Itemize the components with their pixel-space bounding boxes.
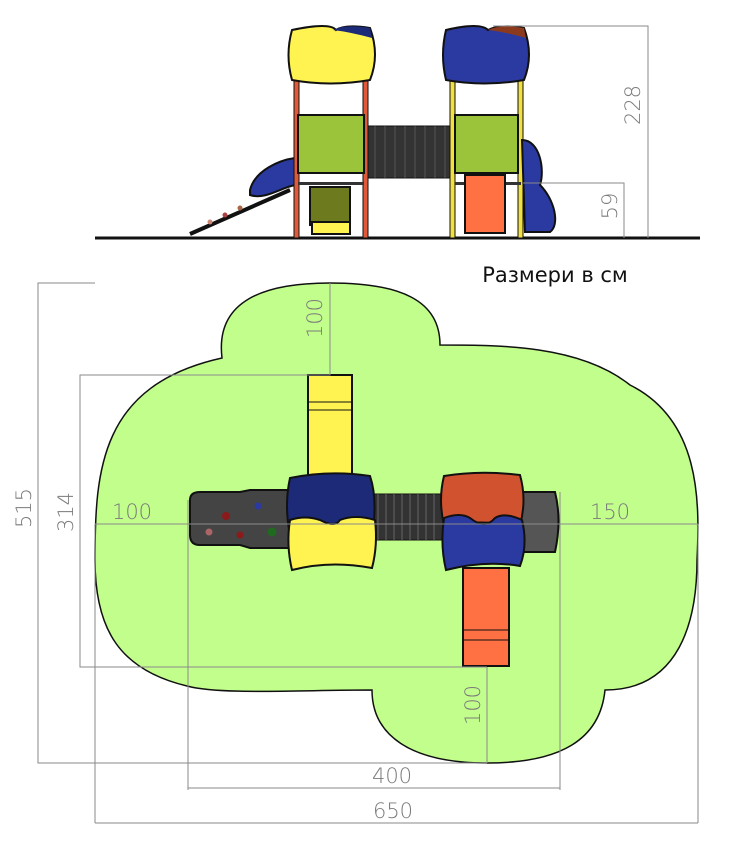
- dim-overall-depth: 515: [12, 488, 36, 528]
- right-panel: [454, 114, 519, 174]
- blue-roof-top: [441, 514, 526, 572]
- left-panel: [297, 114, 365, 174]
- left-tower: [287, 25, 376, 239]
- dim-total-height: 228: [621, 85, 645, 125]
- climbing-wall-top: [189, 489, 291, 549]
- elevation-view: 228 59: [95, 25, 700, 240]
- dim-structure-depth: 314: [54, 492, 78, 532]
- dim-clearance-bottom: 100: [461, 685, 485, 725]
- dim-overall-width: 650: [373, 799, 413, 823]
- dim-clearance-top: 100: [303, 298, 327, 338]
- tunnel-side: [367, 125, 451, 179]
- right-slide: [520, 138, 557, 233]
- right-tower: [442, 25, 557, 239]
- dim-clearance-right: 150: [590, 500, 630, 524]
- units-caption: Размери в см: [482, 263, 628, 287]
- orange-slide-front: [464, 174, 506, 234]
- climbing-ramp: [189, 188, 291, 236]
- right-tunnel-end: [514, 491, 560, 553]
- orange-slide: [462, 567, 510, 667]
- tunnel-top: [371, 493, 445, 541]
- dim-platform-height: 59: [598, 193, 622, 220]
- dim-clearance-left: 100: [112, 500, 152, 524]
- yellow-slide: [307, 374, 353, 476]
- dim-structure-width: 400: [372, 764, 412, 788]
- yellow-roof-top: [287, 516, 377, 572]
- blue-roof: [442, 25, 530, 85]
- plan-view: 515 314 100 100 150 100 400 650: [12, 282, 699, 824]
